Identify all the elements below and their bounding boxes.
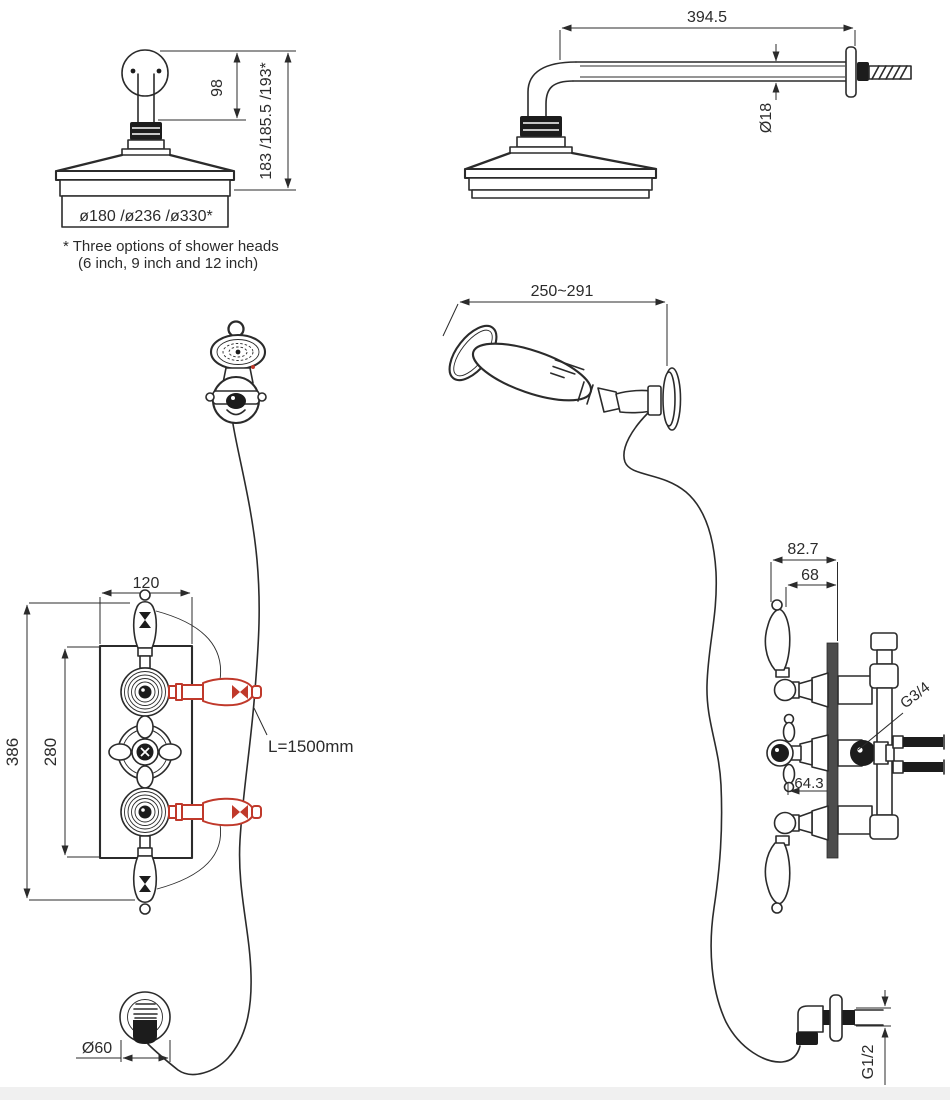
dim-escutcheon-diameter: Ø60 — [82, 1040, 112, 1057]
lever-top-side — [764, 608, 791, 671]
inlet-thread-top — [903, 737, 943, 747]
bottom-band — [0, 1087, 950, 1100]
wall-shower-side-view: 394.5 Ø18 — [463, 9, 912, 199]
rotation-arc-top — [155, 610, 222, 681]
wall-plate — [121, 49, 169, 97]
screw-left — [130, 68, 136, 74]
thermostat-cross-handle — [108, 715, 182, 789]
outlet-hose-connector — [133, 1020, 157, 1044]
valve-front-view: 120 280 386 — [3, 575, 262, 915]
ceiling-shower-front-view: 98 183 /185.5 /193* ø180 /ø236 /ø330* — [54, 49, 296, 228]
thread-hatch — [871, 65, 908, 80]
valve-bottom-assembly-side — [764, 805, 829, 914]
valve-top-assembly-side — [764, 599, 829, 708]
dim-overall-depth: 82.7 — [787, 541, 818, 558]
shower-head-rim — [54, 169, 236, 182]
dim-head-diameters: ø180 /ø236 /ø330* — [79, 208, 212, 225]
dim-outlet-thread: G1/2 — [860, 1045, 877, 1080]
hose-length-callout: L=1500mm — [253, 707, 354, 756]
flow-lever-top — [132, 589, 158, 669]
inlet-thread-bottom — [903, 762, 943, 772]
cradle-arm — [615, 389, 653, 414]
dim-arm-diameter: Ø18 — [758, 103, 775, 133]
screw-right — [156, 68, 162, 74]
dim-handle-depth: 68 — [801, 567, 819, 584]
dim-plate-height: 280 — [41, 738, 60, 766]
outlet-thread-ridges — [133, 1003, 158, 1019]
dim-bracket-reach: 250~291 — [531, 283, 594, 300]
hand-shower-hose-left — [147, 423, 260, 1076]
wall-flange — [845, 46, 857, 98]
hose-outlet-side-view: G1/2 — [796, 990, 891, 1085]
arm-nut — [130, 122, 162, 140]
footnote: * Three options of shower heads (6 inch,… — [63, 238, 279, 272]
hose-length-label: L=1500mm — [268, 737, 354, 756]
flow-lever-bottom-alt-red — [168, 797, 262, 827]
head-nut — [520, 116, 562, 137]
footnote-line1: * Three options of shower heads — [63, 238, 279, 255]
dim-arm-height: 98 — [209, 79, 226, 97]
valve-cross-handle-side — [766, 713, 829, 793]
lever-bottom-side — [764, 842, 791, 905]
hose-outlet-front-view: Ø60 — [76, 991, 171, 1062]
outlet-elbow — [797, 1005, 824, 1033]
dim-arm-length: 394.5 — [687, 9, 727, 26]
dim-overall-height: 183 /185.5 /193* — [258, 62, 275, 179]
rotation-arc-bottom — [156, 823, 222, 890]
hand-shower-front-view — [205, 320, 267, 425]
valve-body-behind-wall — [837, 632, 945, 840]
hand-shower-hose-right — [623, 412, 801, 1063]
dim-overall-height: 386 — [3, 738, 22, 766]
thermostat-cartridge — [850, 740, 876, 766]
dim-cross-depth: 64.3 — [794, 775, 823, 792]
hand-shower-side-view: 250~291 — [442, 283, 682, 431]
inlet-thread-label: G3/4 — [897, 679, 933, 712]
handle-logo-marks — [550, 359, 585, 379]
footnote-line2: (6 inch, 9 inch and 12 inch) — [78, 255, 258, 272]
flow-knob-top — [120, 667, 170, 717]
dim-plate-width: 120 — [133, 575, 160, 592]
flow-knob-bottom — [120, 787, 170, 837]
valve-side-view: 82.7 68 G3/4 — [764, 541, 945, 914]
flow-lever-bottom — [132, 835, 158, 915]
outlet-wall-flange — [829, 994, 843, 1042]
flow-lever-top-alt-red — [168, 677, 262, 707]
outlet-hose-nut — [796, 1032, 818, 1045]
